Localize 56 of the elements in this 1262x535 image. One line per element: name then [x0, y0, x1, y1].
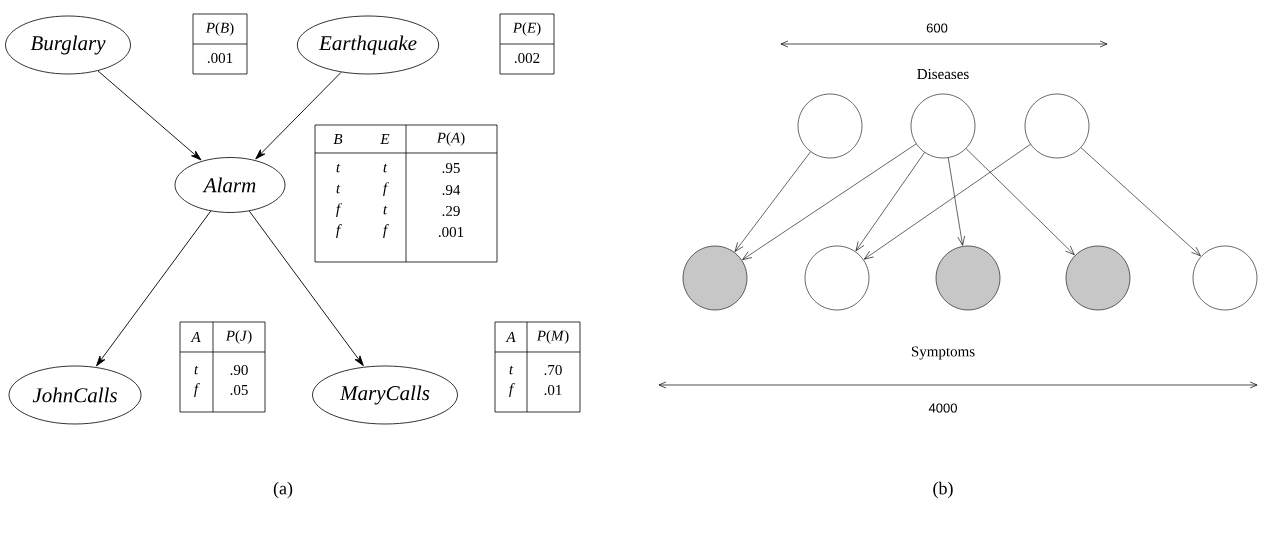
arrow	[742, 143, 917, 260]
shaded-circle	[935, 245, 1001, 311]
arrow	[734, 151, 811, 252]
table-cell: P(J)	[225, 330, 252, 344]
group-label: Diseases	[917, 68, 969, 80]
table-cell: f	[383, 182, 389, 196]
circle-node	[910, 93, 976, 159]
table-cell: .002	[514, 52, 540, 64]
circle-node	[797, 93, 863, 159]
shaded-circle	[1065, 245, 1131, 311]
table-cell: P(B)	[205, 22, 234, 36]
arrow	[96, 210, 212, 367]
table-cell: t	[336, 163, 341, 173]
panel-label: (a)	[273, 481, 293, 499]
arrow	[248, 210, 364, 367]
dimension-label: 4000	[928, 403, 957, 413]
table-cell: f	[336, 203, 342, 217]
table-cell: .05	[230, 384, 248, 396]
table-cell: f	[509, 383, 515, 397]
group-label: Symptoms	[911, 346, 975, 360]
table-cell: P(M)	[536, 330, 569, 344]
table-cell: .001	[207, 52, 233, 64]
table-cell: t	[336, 184, 341, 194]
panel-label: (b)	[933, 481, 953, 499]
table-cell: .90	[230, 364, 248, 376]
table-cell: f	[194, 383, 200, 397]
table-cell: t	[194, 365, 199, 375]
table-cell: .95	[442, 162, 460, 174]
arrow	[965, 148, 1075, 256]
arrow	[255, 71, 342, 160]
table-cell: .29	[442, 205, 460, 217]
dimension-label: 600	[926, 23, 948, 33]
table-cell: B	[333, 134, 343, 144]
table-cell: A	[190, 332, 201, 342]
arrow	[947, 157, 965, 246]
table-cell: f	[336, 224, 342, 238]
table-cell: .001	[438, 226, 464, 238]
circle-node	[1192, 245, 1258, 311]
table-cell: .94	[442, 184, 461, 196]
arrow	[855, 152, 925, 252]
table-cell: A	[505, 332, 516, 342]
circle-node	[1024, 93, 1090, 159]
table-cell: t	[383, 205, 388, 215]
table-cell: t	[509, 365, 514, 375]
table-cell: P(A)	[436, 132, 465, 146]
circle-node	[804, 245, 870, 311]
table-cell: t	[383, 163, 388, 173]
arrow	[1080, 147, 1201, 257]
table-cell: .01	[544, 384, 562, 396]
table-cell: f	[383, 224, 389, 238]
table-cell: P(E)	[512, 22, 541, 36]
arrow	[97, 70, 202, 161]
table-cell: .70	[544, 364, 562, 376]
shaded-circle	[682, 245, 748, 311]
table-cell: E	[380, 134, 390, 144]
arrow	[863, 144, 1031, 260]
